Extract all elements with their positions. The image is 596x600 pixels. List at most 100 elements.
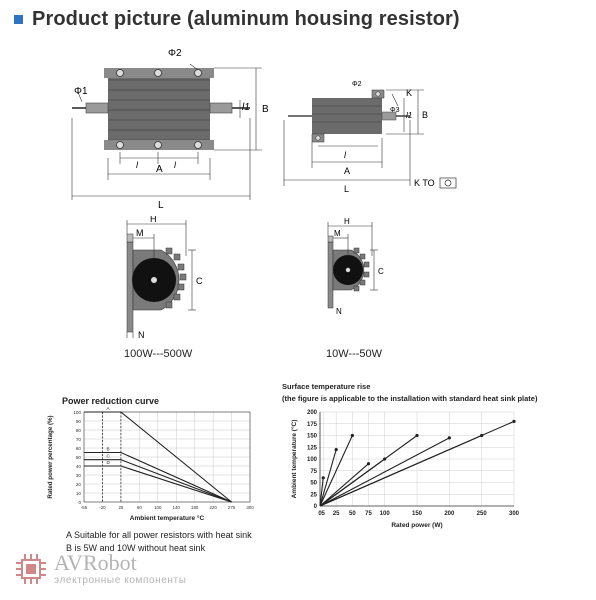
chart1-series-label: A — [106, 406, 110, 411]
chart2-series-line — [319, 420, 515, 507]
chart1-series-label: B — [106, 447, 109, 452]
profile-small-M: M — [334, 229, 341, 238]
profile-small-N: N — [336, 307, 342, 316]
chart1-xtick-label: -55 — [81, 505, 88, 510]
dim-phi3: Φ3 — [390, 107, 400, 114]
chart2-xtick-label: 5 — [322, 511, 326, 517]
dim-K: K — [406, 88, 412, 98]
chart2-ytick-label: 0 — [314, 504, 318, 510]
dim-B: B — [262, 104, 269, 115]
chart1-xtick-label: 180 — [191, 505, 199, 510]
profile-large-H: H — [150, 216, 157, 224]
chart2-xtick-label: 75 — [365, 511, 372, 517]
chart1-series-C — [84, 459, 232, 503]
dim-l-small: l — [344, 150, 347, 160]
dim-phi2-small: Φ2 — [352, 81, 362, 88]
chart2-series-line — [319, 463, 369, 507]
page-header: Product picture (aluminum housing resist… — [14, 8, 460, 31]
dim-l1-small: l1 — [406, 111, 412, 120]
chart2-subtitle: (the figure is applicable to the install… — [282, 394, 538, 403]
chart2-xtick-label: 150 — [412, 511, 423, 517]
chart2-xtick-label: 25 — [333, 511, 340, 517]
chart1-ytick-label: 0 — [78, 500, 81, 505]
chart2-xtick-label: 250 — [477, 511, 488, 517]
chart2-ytick-label: 75 — [310, 469, 317, 475]
chart1-series-label: D — [106, 460, 110, 465]
chart1-ytick-label: 60 — [76, 446, 82, 451]
dim-l-b: l — [174, 160, 177, 170]
chart1-xlabel: Ambient temperature °C — [130, 514, 205, 522]
chart1-title: Power reduction curve — [62, 396, 160, 406]
chart2-series-line — [319, 435, 353, 507]
profile-small-H: H — [344, 217, 350, 226]
drawing-large-resistor: Φ1 Φ2 l1 B l l A L — [71, 48, 269, 210]
chart1-series-B — [84, 451, 232, 503]
chart1-ytick-label: 10 — [76, 491, 82, 496]
dim-A-small: A — [344, 166, 350, 176]
chart1-ytick-label: 20 — [76, 482, 82, 487]
chart1-xtick-label: -20 — [99, 505, 106, 510]
chart1-ylabel: Rated power percentage (%) — [47, 415, 54, 498]
chart1-xtick-label: 25 — [118, 505, 123, 510]
chart2-ytick-label: 200 — [307, 410, 318, 416]
chart1-series-A — [84, 411, 232, 503]
chart2-series-point — [321, 476, 325, 480]
chart2-ytick-label: 125 — [307, 445, 318, 451]
chart2-xtick-label: 300 — [509, 511, 520, 517]
chart1-xtick-label: 140 — [173, 505, 181, 510]
chart2-ytick-label: 25 — [310, 492, 317, 498]
chart2-xtick-label: 0 — [318, 511, 322, 517]
dim-K-to: K TO — [414, 178, 435, 188]
dim-l1: l1 — [242, 102, 250, 113]
profile-large-M: M — [136, 228, 144, 238]
chart1-ytick-label: 80 — [76, 428, 82, 433]
chart2-xlabel: Rated power (W) — [391, 522, 442, 529]
drawing-small-resistor: Φ2 Φ3 K l l1 B A L K TO — [283, 81, 457, 194]
chart1-ytick-label: 100 — [73, 410, 81, 415]
chart1-xtick-label: 220 — [209, 505, 217, 510]
resistor-body-small — [312, 98, 382, 134]
chart2-ytick-label: 100 — [307, 457, 318, 463]
dim-phi1: Φ1 — [74, 86, 88, 97]
dim-phi2: Φ2 — [168, 48, 182, 59]
profile-small-C: C — [378, 267, 384, 276]
chart2-ytick-label: 50 — [310, 481, 317, 487]
chart1-note-a: A Suitable for all power resistors with … — [66, 530, 252, 540]
chart2-series-point — [447, 436, 451, 440]
chart2-ytick-label: 175 — [307, 422, 318, 428]
dim-L-small: L — [344, 184, 349, 194]
chart2-series-point — [350, 433, 354, 438]
chart1-xtick-label: 275 — [228, 505, 236, 510]
chart1-xtick-label: 60 — [137, 505, 142, 510]
dim-L: L — [158, 200, 164, 210]
chart1-xtick-label: 300 — [246, 505, 254, 510]
chart1-ytick-label: 40 — [76, 464, 82, 469]
chart2-series-line — [319, 477, 324, 507]
chart2-ytick-label: 150 — [307, 434, 318, 440]
chart1-ytick-label: 50 — [76, 455, 82, 460]
page-title: Product picture (aluminum housing resist… — [32, 8, 460, 30]
dim-A: A — [156, 164, 163, 175]
chart2-series-point — [415, 433, 419, 438]
chart2-series-line — [319, 437, 450, 507]
chart2-series-point — [334, 448, 338, 452]
chart1-series-D — [84, 465, 232, 503]
chart2-ylabel: Ambient temperature (°C) — [290, 420, 298, 499]
chart2-series-line — [319, 435, 418, 507]
mounting-holes — [116, 69, 202, 149]
chart1-ytick-label: 90 — [76, 419, 82, 424]
chart1-note-b: B is 5W and 10W without heat sink — [66, 543, 206, 553]
watermark: AVRobot электронные компоненты — [14, 552, 187, 586]
chart1-plot-area — [83, 411, 251, 503]
chart1-xtick-label: 100 — [154, 505, 162, 510]
watermark-brand: AVRobot — [54, 550, 137, 575]
resistor-body — [108, 68, 210, 150]
chart2-series-line — [319, 449, 337, 507]
chart2-series-point — [512, 419, 516, 423]
chart1-ytick-label: 70 — [76, 437, 82, 442]
chart2-xtick-label: 100 — [380, 511, 391, 517]
chart2-series-point — [366, 462, 371, 466]
profile-small-caption: 10W---50W — [326, 348, 383, 360]
chart1-series-label: C — [106, 454, 110, 459]
